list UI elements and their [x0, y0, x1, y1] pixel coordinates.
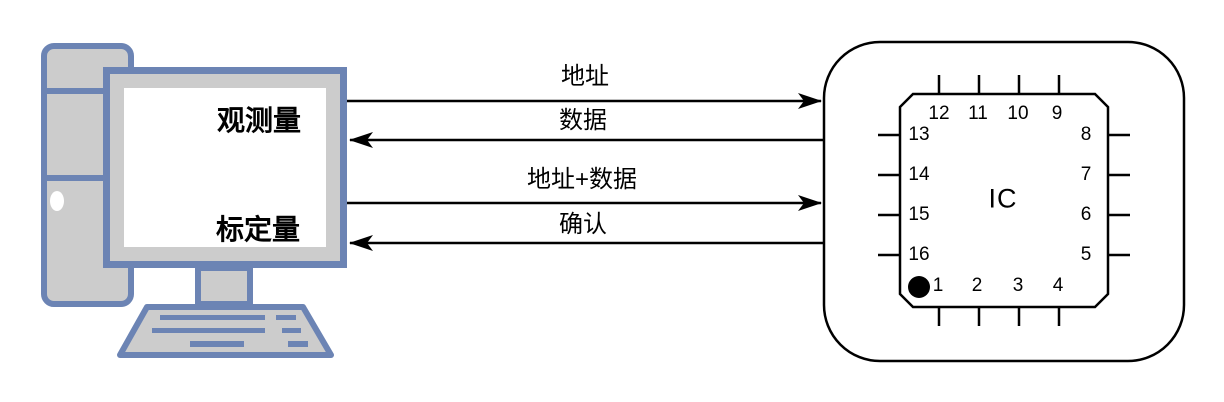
pin-number-16: 16	[908, 244, 930, 265]
pin-number-3: 3	[1012, 275, 1024, 296]
keyboard-key-bar	[276, 315, 296, 320]
computer-monitor	[103, 67, 347, 307]
screen-label-observed: 观测量	[216, 105, 302, 136]
monitor-stand	[195, 265, 253, 307]
pin-number-6: 6	[1080, 204, 1092, 225]
bus-label-address-data: 地址+数据	[526, 166, 638, 193]
pin-number-4: 4	[1052, 275, 1064, 296]
pin-number-14: 14	[908, 164, 930, 185]
ic-chip-body	[898, 92, 1110, 309]
pin-number-5: 5	[1080, 244, 1092, 265]
bus-arrows	[347, 93, 823, 251]
pin-number-8: 8	[1080, 124, 1092, 145]
pin-number-15: 15	[908, 204, 930, 225]
pin-number-10: 10	[1007, 103, 1029, 124]
computer-keyboard	[117, 304, 334, 358]
monitor-screen	[124, 88, 326, 247]
ic-chip-label: IC	[988, 183, 1018, 214]
bus-label-data: 数据	[559, 107, 607, 134]
pin-number-12: 12	[928, 103, 950, 124]
keyboard-key-bar	[282, 328, 301, 333]
bus-label-ack: 确认	[559, 211, 607, 238]
keyboard-key-bar	[190, 341, 244, 347]
bus-label-address: 地址	[561, 63, 609, 90]
pin-number-11: 11	[968, 103, 988, 124]
pin-number-2: 2	[971, 275, 983, 296]
pin-number-1: 1	[932, 275, 944, 296]
keyboard-key-bar	[152, 328, 265, 333]
pin1-indicator-dot	[908, 276, 930, 298]
pin-number-13: 13	[908, 124, 930, 145]
pin-number-7: 7	[1080, 164, 1092, 185]
tower-power-button	[50, 191, 64, 211]
pin-number-9: 9	[1051, 103, 1063, 124]
keyboard-key-bar	[288, 341, 308, 347]
ic-package	[822, 40, 1186, 363]
keyboard-key-bar	[160, 315, 265, 320]
screen-label-calibrated: 标定量	[215, 214, 301, 245]
